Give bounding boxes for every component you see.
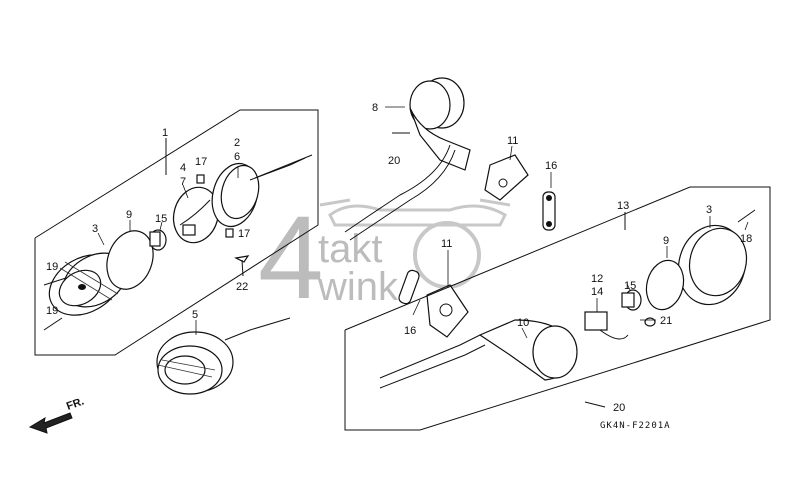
rubber-11-center (426, 284, 469, 338)
label-part-11a: 11 (507, 135, 518, 147)
plate-16-top (542, 191, 556, 231)
label-part-16a: 16 (545, 160, 557, 172)
label-part-12: 12 (591, 273, 603, 285)
screw-18 (737, 209, 756, 223)
screw-19-bottom (43, 317, 63, 331)
socket-right (584, 311, 629, 340)
lens-right (677, 224, 748, 306)
label-part-9b: 9 (663, 235, 669, 247)
watermark-numeral: 4 (258, 192, 324, 324)
label-part-22: 22 (236, 281, 248, 293)
watermark-line2: wink (317, 265, 399, 309)
leader-lines (97, 106, 749, 339)
screw-20-bottom (584, 401, 606, 408)
stay-bracket-8 (344, 77, 471, 241)
rubber-11-top (484, 154, 529, 201)
label-part-8: 8 (372, 102, 378, 114)
watermark-logo: 4 takt wink (258, 192, 511, 324)
label-part-2: 2 (234, 137, 240, 149)
label-part-9a: 9 (126, 209, 132, 221)
label-part-3a: 3 (92, 223, 98, 235)
front-indicator-label: FR. (65, 395, 86, 412)
screw-22 (234, 255, 250, 277)
label-part-5: 5 (192, 309, 198, 321)
diagram-code: GK4N-F2201A (600, 421, 671, 431)
nut-21 (644, 317, 656, 327)
watermark-line1: takt (318, 227, 382, 271)
label-part-14: 14 (591, 286, 603, 298)
label-part-10: 10 (517, 317, 529, 329)
label-part-21: 21 (660, 315, 672, 327)
clip-17-bottom (225, 228, 234, 238)
housing-left (211, 154, 313, 228)
label-part-19b: 19 (46, 305, 58, 317)
clip-17-top (196, 174, 205, 184)
indicator-unit-5 (156, 317, 291, 395)
gasket-ring-left (106, 230, 154, 290)
label-part-11b: 11 (441, 238, 452, 250)
label-part-18: 18 (740, 233, 752, 245)
front-direction-arrow: FR. (28, 395, 86, 434)
label-part-15a: 15 (155, 213, 167, 225)
label-part-16b: 16 (404, 325, 416, 337)
stay-bracket-10 (379, 319, 578, 389)
label-part-15b: 15 (624, 280, 636, 292)
right-assembly-box (344, 186, 771, 431)
label-part-6: 6 (234, 151, 240, 163)
left-assembly-box (34, 109, 319, 356)
label-part-1: 1 (162, 127, 168, 139)
label-part-13: 13 (617, 200, 629, 212)
label-part-17a: 17 (195, 156, 207, 168)
gasket-ring-right (645, 259, 685, 311)
label-part-4: 4 (180, 162, 186, 174)
bulb-right (621, 289, 642, 311)
label-part-20a: 20 (388, 155, 400, 167)
bulb-left (149, 229, 167, 251)
label-part-3b: 3 (706, 204, 712, 216)
part-number-labels: 1 2 6 4 7 17 17 3 9 15 19 19 22 5 8 20 1… (46, 102, 752, 414)
label-part-19a: 19 (46, 261, 58, 273)
socket-plate-left (172, 186, 220, 244)
label-part-7: 7 (180, 176, 186, 188)
label-part-20b: 20 (613, 402, 625, 414)
label-part-17b: 17 (238, 228, 250, 240)
screw-19-top (43, 277, 67, 286)
plate-16-center (398, 269, 420, 305)
